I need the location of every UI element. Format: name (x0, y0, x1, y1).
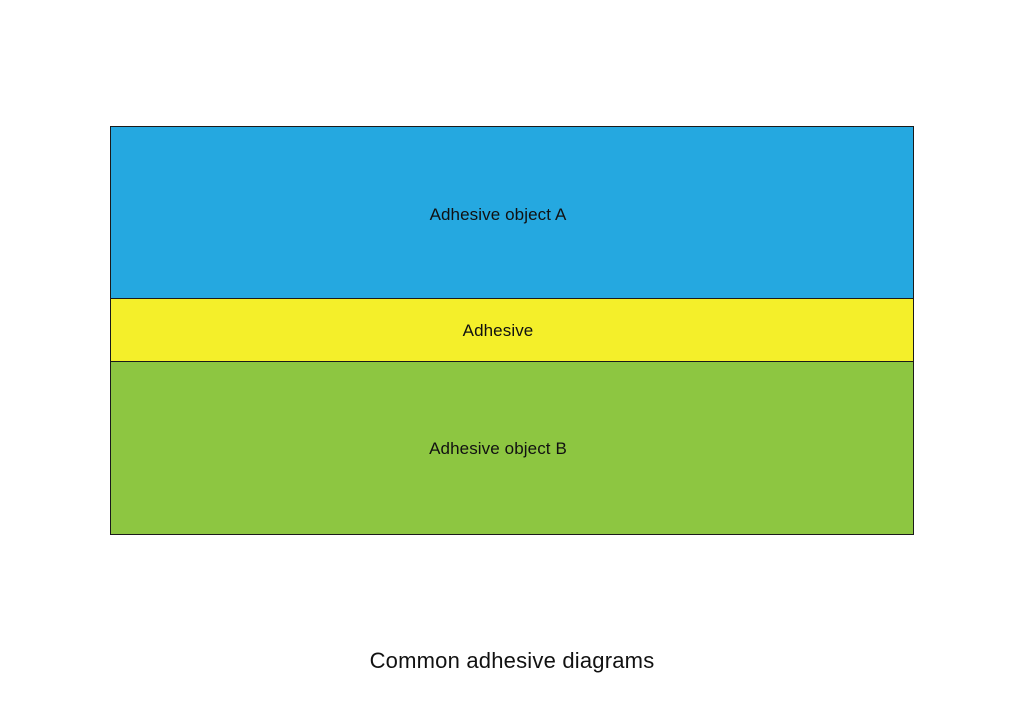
adhesive-label: Adhesive (462, 321, 534, 340)
adhesive-diagram: Adhesive object A Adhesive Adhesive obje… (110, 126, 914, 535)
adhesive-object-b-layer: Adhesive object B (111, 362, 913, 534)
adhesive-layer: Adhesive (111, 299, 913, 362)
adhesive-object-a-layer: Adhesive object A (111, 127, 913, 299)
adhesive-object-b-label: Adhesive object B (429, 439, 567, 458)
adhesive-object-a-label: Adhesive object A (429, 204, 567, 224)
diagram-caption: Common adhesive diagrams (369, 648, 655, 673)
